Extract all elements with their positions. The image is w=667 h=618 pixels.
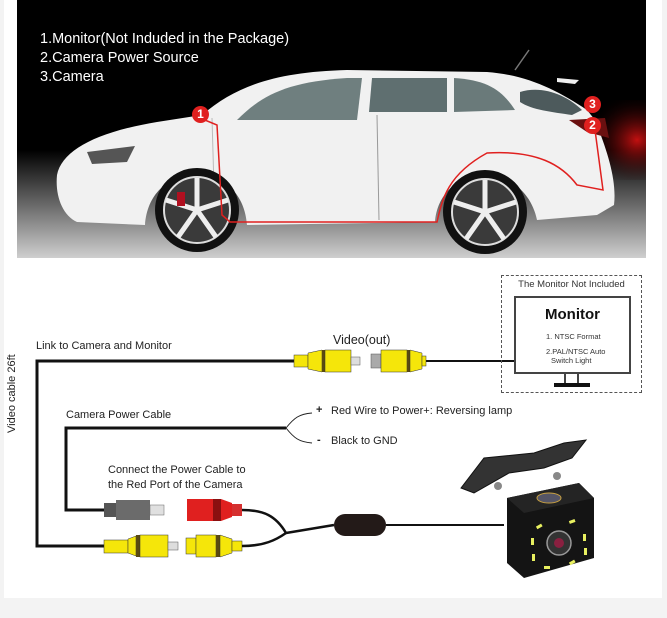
- monitor-caption: The Monitor Not Included: [518, 279, 625, 290]
- video-rca-connector: [103, 531, 287, 558]
- car-installation-photo: 1.Monitor(Not Induded in the Package) 2.…: [17, 0, 646, 258]
- car-illustration: [17, 49, 646, 258]
- monitor-title: Monitor: [545, 306, 600, 323]
- wiring-lines: [35, 349, 594, 578]
- video-out-label: Video(out): [333, 333, 391, 347]
- power-cable-label: Camera Power Cable: [66, 409, 172, 421]
- backup-camera: [460, 439, 594, 578]
- badge-camera: 3: [584, 96, 601, 113]
- legend-item-monitor: 1.Monitor(Not Induded in the Package): [40, 31, 290, 47]
- monitor-icon: Monitor 1. NTSC Format 2.PAL/NTSC Auto S…: [514, 296, 631, 374]
- video-out-rca-connector: [293, 349, 427, 373]
- badge-monitor: 1: [192, 106, 209, 123]
- minus-sign: -: [317, 434, 321, 446]
- monitor-not-included-panel: The Monitor Not Included Monitor 1. NTSC…: [501, 275, 642, 393]
- monitor-base: [554, 383, 590, 387]
- monitor-stand-right: [577, 374, 579, 384]
- plus-sign: +: [316, 404, 323, 416]
- legend-item-camera: 3.Camera: [40, 69, 104, 85]
- inline-filter-box: [334, 514, 386, 536]
- legend-item-power-source: 2.Camera Power Source: [40, 50, 199, 66]
- link-cable-label: Link to Camera and Monitor: [36, 340, 172, 352]
- red-wire-label: Red Wire to Power+: Reversing lamp: [331, 405, 513, 417]
- badge-power-source: 2: [584, 117, 601, 134]
- power-connector: [104, 499, 288, 534]
- product-infographic: 1.Monitor(Not Induded in the Package) 2.…: [4, 0, 662, 598]
- monitor-spec-2: 2.PAL/NTSC Auto Switch Light: [546, 347, 606, 365]
- monitor-stand-left: [564, 374, 566, 384]
- component-legend: 1.Monitor(Not Induded in the Package) 2.…: [40, 30, 289, 87]
- video-cable-length-label: Video cable 26ft: [6, 354, 18, 433]
- monitor-spec-1: 1. NTSC Format: [546, 332, 601, 341]
- black-wire-label: Black to GND: [331, 435, 398, 447]
- rear-wheel: [443, 170, 527, 254]
- wire-route-line: [199, 117, 604, 223]
- wiring-diagram: Link to Camera and Monitor Video(out) Ca…: [4, 258, 662, 598]
- front-wheel: [155, 168, 239, 252]
- connect-instruction: Connect the Power Cable to the Red Port …: [108, 464, 246, 491]
